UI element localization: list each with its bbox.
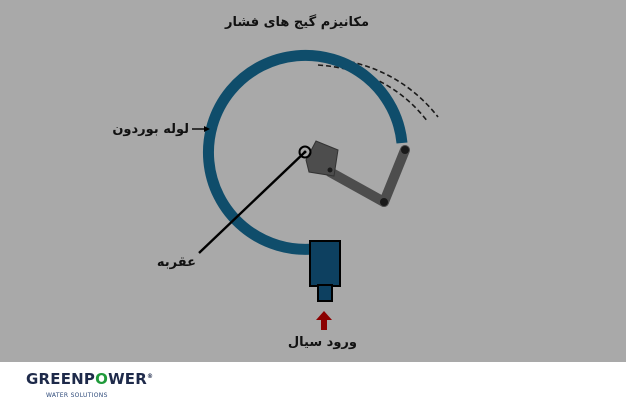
pointer-pinion-center <box>303 150 307 154</box>
link-joint-bottom <box>380 198 388 206</box>
bourdon-tube-label: لوله بوردون <box>112 122 189 137</box>
registered-mark: ® <box>147 373 154 380</box>
sector-arm <box>325 167 389 207</box>
brand-name-part2: WER <box>108 370 148 388</box>
toothed-sector <box>305 140 339 177</box>
pointer-pinion <box>298 145 312 159</box>
sector-pivot <box>327 167 333 173</box>
gauge-pointer <box>198 151 306 254</box>
tube-deflection-dashed-inner <box>317 64 429 123</box>
brand-name: GREENPOWER® <box>26 370 153 388</box>
pointer-label: عقربه <box>157 255 196 270</box>
connecting-link <box>379 145 410 207</box>
bourdon-label-arrowhead <box>204 126 210 132</box>
socket-nozzle <box>317 284 333 302</box>
link-joint-top <box>401 146 409 154</box>
footer-bar: GREENPOWER® WATER SOLUTIONS <box>0 362 626 418</box>
socket-body <box>309 240 341 287</box>
diagram-title: مکانیزم گیج های فشار <box>224 14 369 30</box>
bourdon-tube <box>202 49 408 255</box>
fluid-inlet-arrow <box>316 311 332 330</box>
fluid-inlet-label: ورود سیال <box>288 335 357 350</box>
brand-tagline: WATER SOLUTIONS <box>46 392 108 399</box>
pressure-gauge-diagram: مکانیزم گیج های فشار لوله بوردون عقربه و… <box>112 14 439 350</box>
brand-name-part1: GREENP <box>26 370 96 388</box>
brand-name-o: O <box>95 370 109 388</box>
brand-logo: GREENPOWER® WATER SOLUTIONS <box>26 370 153 410</box>
